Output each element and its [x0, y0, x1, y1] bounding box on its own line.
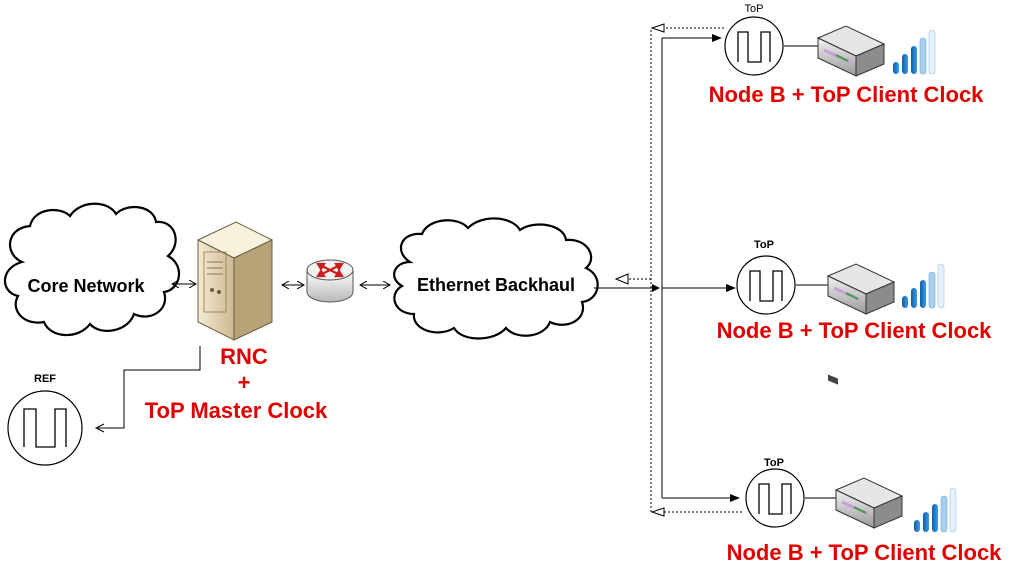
client-node-2: ToP Node B + ToP Client Clock	[662, 239, 992, 343]
ethernet-backhaul-cloud: Ethernet Backhaul	[393, 217, 599, 340]
signal-bars-icon	[914, 487, 957, 533]
core-network-cloud: Core Network	[3, 202, 180, 337]
square-wave-icon	[758, 483, 792, 515]
distribution-lines	[594, 30, 663, 512]
signal-bars-icon	[893, 29, 936, 75]
top-clock-3	[745, 468, 805, 528]
node-b-icon	[816, 25, 886, 385]
router-icon	[306, 259, 354, 303]
square-wave-icon	[749, 270, 783, 302]
rnc-plus-label: +	[238, 370, 251, 395]
ref-clock-label: REF	[34, 373, 56, 385]
top-clock-label-1: ToP	[745, 3, 764, 15]
top-master-clock-label: ToP Master Clock	[145, 398, 328, 423]
core-network-label: Core Network	[27, 276, 145, 296]
ref-clock: REF	[7, 373, 83, 466]
node-b-caption-2: Node B + ToP Client Clock	[717, 318, 993, 343]
node-b-icon	[834, 477, 904, 529]
client-node-1: ToP Node B + ToP Client Clock	[650, 3, 985, 385]
square-wave-icon	[23, 408, 67, 448]
rnc-server-icon	[196, 221, 274, 341]
ref-clock-circle	[7, 390, 83, 466]
ethernet-backhaul-label: Ethernet Backhaul	[417, 275, 575, 295]
node-b-icon	[826, 263, 896, 315]
top-clock-label-3: ToP	[764, 457, 784, 469]
top-clock-1	[724, 16, 784, 76]
square-wave-icon	[737, 31, 771, 63]
ref-arrow-head	[94, 423, 105, 433]
client-node-3: ToP Node B + ToP Client Clock	[650, 457, 1003, 565]
node-b-caption-1: Node B + ToP Client Clock	[709, 82, 985, 107]
top-clock-label-2: ToP	[754, 239, 774, 251]
signal-bars-icon	[902, 263, 945, 309]
top-clock-2	[736, 255, 796, 315]
ref-rnc-link	[98, 346, 201, 429]
node-b-caption-3: Node B + ToP Client Clock	[727, 540, 1003, 565]
rnc-label: RNC	[220, 344, 268, 369]
